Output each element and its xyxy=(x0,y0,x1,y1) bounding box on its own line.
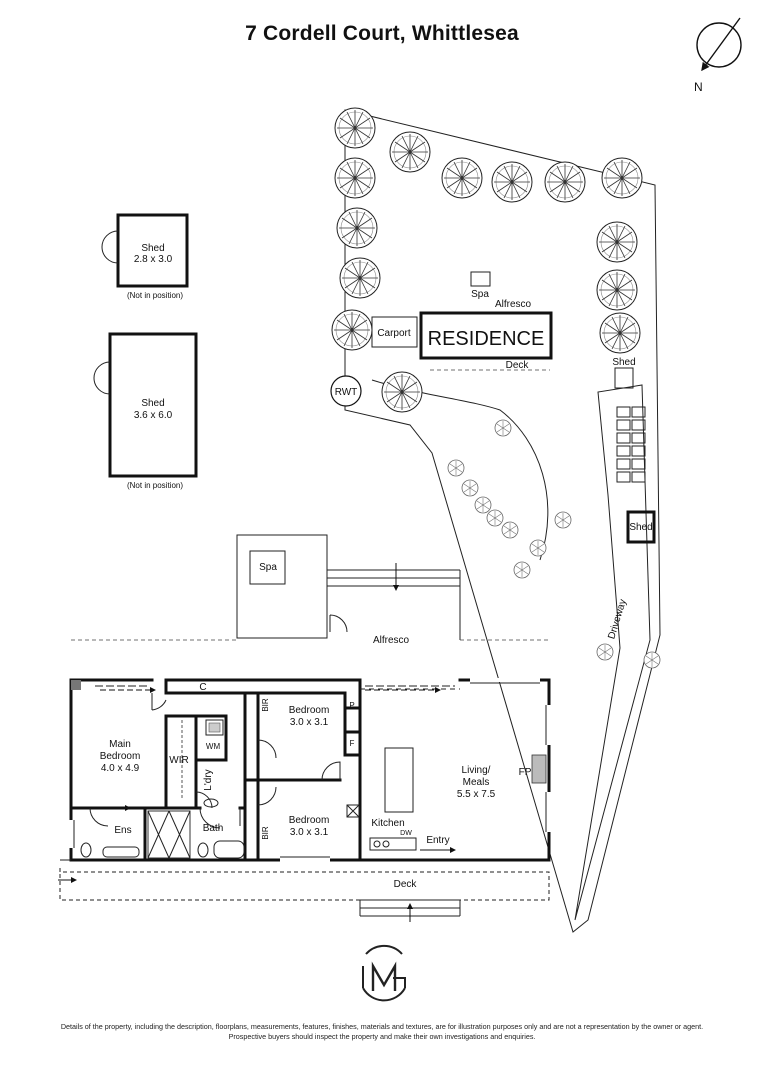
windows xyxy=(69,678,551,862)
compass-ring xyxy=(696,22,742,68)
main-bedroom-name2: Bedroom xyxy=(100,751,141,762)
shed-large-name: Shed xyxy=(141,398,164,409)
trees-small xyxy=(447,419,661,669)
shed-small-size: 2.8 x 3.0 xyxy=(134,254,173,265)
bedroom-top-size: 3.0 x 3.1 xyxy=(290,717,329,728)
site-shed2-outline xyxy=(626,510,656,544)
driveway-label: Driveway xyxy=(606,598,629,641)
rwt-tank xyxy=(330,375,362,407)
disclaimer: Details of the property, including the d… xyxy=(10,1022,754,1042)
residence-label: RESIDENCE xyxy=(428,328,545,350)
kitchen-bench xyxy=(369,837,417,851)
fridge-label: F xyxy=(350,739,355,748)
garden-beds xyxy=(616,406,646,483)
trees-top xyxy=(331,107,643,413)
main-bedroom-name1: Main xyxy=(109,739,131,750)
residence-outline xyxy=(419,311,553,360)
main-bedroom-size: 4.0 x 4.9 xyxy=(101,763,140,774)
bathtub xyxy=(213,840,245,859)
shed-large-walls xyxy=(108,332,198,478)
wm-label: WM xyxy=(206,742,221,751)
entry-label: Entry xyxy=(426,835,449,846)
cooktop xyxy=(346,804,360,818)
site-alfresco-label: Alfresco xyxy=(495,299,532,310)
disclaimer-line2: Prospective buyers should inspect the pr… xyxy=(228,1032,536,1041)
site-deck-label: Deck xyxy=(506,360,530,371)
laundry-trough xyxy=(205,719,224,736)
robe-c-wall xyxy=(164,678,247,695)
shed-large: Shed 3.6 x 6.0 (Not in position) xyxy=(93,332,198,490)
kitchen-island xyxy=(384,747,414,813)
page-title: 7 Cordell Court, Whittlesea xyxy=(245,22,519,45)
deck-outline xyxy=(59,868,550,901)
site-shed-label: Shed xyxy=(612,357,635,368)
alfresco-spa-platform xyxy=(236,534,328,639)
site-shed2-label: Shed xyxy=(629,522,652,533)
compass-needle xyxy=(701,17,741,72)
driveway-outline xyxy=(574,384,651,921)
robe-c-label: C xyxy=(199,682,206,693)
agency-logo xyxy=(362,944,406,1002)
shed-small-name: Shed xyxy=(141,243,164,254)
rwt-label: RWT xyxy=(335,387,358,398)
shed-small-door xyxy=(101,230,119,264)
carport-label: Carport xyxy=(377,328,411,339)
site-spa-outline xyxy=(470,271,491,287)
alfresco-label: Alfresco xyxy=(373,635,410,646)
deck-label: Deck xyxy=(394,879,418,890)
laundry-label: L'dry xyxy=(203,769,214,790)
bath-toilet xyxy=(197,842,209,858)
shed-small: Shed 2.8 x 3.0 (Not in position) xyxy=(101,213,189,300)
bir-bottom-label: BIR xyxy=(261,826,270,840)
compass-north-label: N xyxy=(694,80,703,94)
doors xyxy=(89,693,341,829)
ens-label: Ens xyxy=(114,825,131,836)
shower-crosses xyxy=(147,810,191,859)
shed-small-note: (Not in position) xyxy=(127,291,183,300)
site-plan: RESIDENCE Carport Spa Alfresco Deck RWT … xyxy=(330,107,661,933)
spa-outline xyxy=(249,550,286,585)
site-spa-label: Spa xyxy=(471,289,489,300)
bir-top-label: BIR xyxy=(261,698,270,712)
site-boundary xyxy=(344,109,661,933)
basin xyxy=(203,798,219,808)
ens-vanity xyxy=(102,846,140,858)
bedroom-top-name: Bedroom xyxy=(289,705,330,716)
fireplace xyxy=(531,754,547,784)
carport-outline xyxy=(371,316,418,348)
spa-label: Spa xyxy=(259,562,277,573)
shed-large-size: 3.6 x 6.0 xyxy=(134,410,173,421)
hvac-unit xyxy=(71,680,81,690)
living-name2: Meals xyxy=(463,777,490,788)
living-name1: Living/ xyxy=(462,765,491,776)
site-shed-outline xyxy=(614,367,634,389)
disclaimer-line1: Details of the property, including the d… xyxy=(60,1022,704,1031)
floor-plan: Spa Alfresco xyxy=(58,534,551,922)
wir-label: WIR xyxy=(169,755,188,766)
compass: N xyxy=(694,17,742,94)
kitchen-label: Kitchen xyxy=(371,818,404,829)
shed-small-walls xyxy=(116,213,189,288)
fp-label: FP xyxy=(519,767,532,778)
dw-label: DW xyxy=(400,830,412,837)
living-size: 5.5 x 7.5 xyxy=(457,789,496,800)
pantry-label: P xyxy=(349,701,354,710)
bedroom-bottom-size: 3.0 x 3.1 xyxy=(290,827,329,838)
bath-label: Bath xyxy=(203,823,224,834)
shed-large-door xyxy=(93,361,111,395)
shed-large-note: (Not in position) xyxy=(127,481,183,490)
ens-toilet xyxy=(80,842,92,858)
bedroom-bottom-name: Bedroom xyxy=(289,815,330,826)
